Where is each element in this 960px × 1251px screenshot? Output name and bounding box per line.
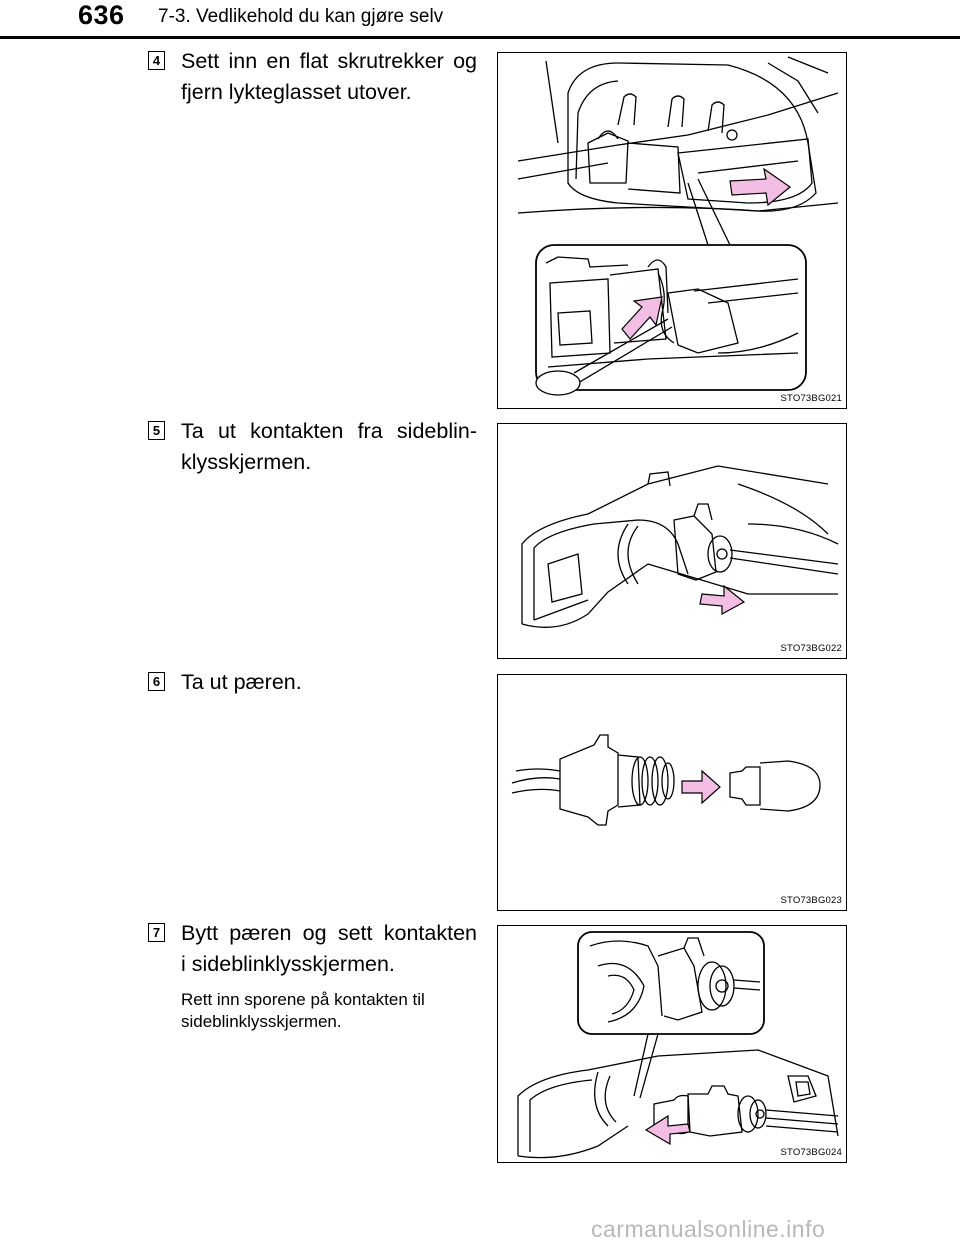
page-number: 636: [78, 0, 125, 30]
step-5-text-line2: klysskjermen.: [181, 450, 312, 474]
figure-install-bulb: STO73BG024: [497, 925, 847, 1163]
bulb-illustration: [511, 734, 821, 826]
step-number-4: 4: [148, 51, 165, 70]
figure-code: STO73BG021: [780, 393, 842, 404]
step-7-text-line1: Bytt pæren og sett kontakten: [181, 921, 477, 945]
step-6-text-line1: Ta ut pæren.: [181, 670, 302, 694]
mirror-lens-illustration: [517, 56, 839, 396]
section-title: 7-3. Vedlikehold du kan gjøre selv: [158, 6, 444, 27]
watermark: carmanualsonline.info: [591, 1216, 826, 1242]
step-7-text-line2: i sideblinklysskjermen.: [181, 952, 395, 976]
step-6-text: Ta ut pæren.: [181, 667, 477, 698]
figure-remove-connector: STO73BG022: [497, 423, 847, 659]
figure-remove-lens: STO73BG021: [497, 52, 847, 409]
figure-code: STO73BG022: [780, 643, 842, 654]
step-7-text: Bytt pæren og sett kontakten i sideblink…: [181, 918, 477, 980]
step-7-note: Rett inn sporene på kontakten til sidebl…: [181, 990, 425, 1031]
step-5-text: Ta ut kontakten fra sideblin- klysskjerm…: [181, 416, 477, 478]
step-4-text-line1: Sett inn en flat skrutrekker og: [181, 49, 477, 73]
step-4-text: Sett inn en flat skrutrekker og fjern ly…: [181, 46, 477, 108]
header-divider: [0, 36, 960, 39]
figure-code: STO73BG023: [780, 895, 842, 906]
install-illustration: [517, 931, 839, 1159]
step-number-7: 7: [148, 923, 165, 942]
step-5-text-line1: Ta ut kontakten fra sideblin-: [181, 419, 477, 443]
connector-illustration: [521, 465, 839, 628]
figure-code: STO73BG024: [780, 1147, 842, 1158]
figure-remove-bulb: STO73BG023: [497, 674, 847, 911]
step-number-5: 5: [148, 421, 165, 440]
step-number-6: 6: [148, 672, 165, 691]
step-4-text-line2: fjern lykteglasset utover.: [181, 80, 412, 104]
